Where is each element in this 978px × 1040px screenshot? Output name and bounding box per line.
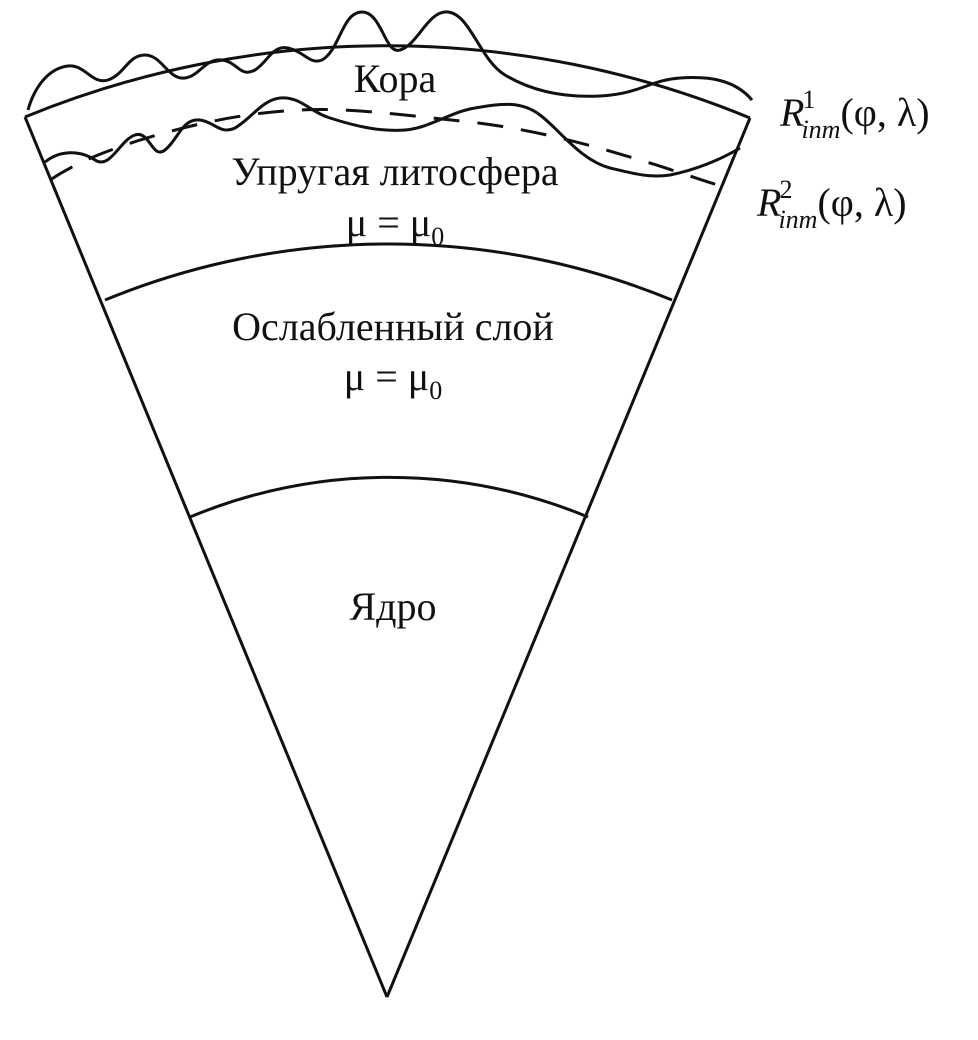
topography-wave-r1: [26, 10, 754, 111]
lithosphere-base-arc: [104, 242, 673, 302]
sector-right-edge: [385, 117, 752, 998]
r1-args: (φ, λ): [840, 90, 929, 135]
r2-base: R: [756, 180, 781, 225]
sector-left-edge: [23, 116, 389, 998]
r2-sup: 2: [779, 175, 792, 204]
modulus-text: μ = μ: [346, 200, 431, 245]
weakened-modulus-label: μ = μ0: [344, 354, 442, 405]
r2-args: (φ, λ): [817, 180, 906, 225]
r2-sub: inm: [778, 205, 817, 234]
core-label: Ядро: [349, 584, 436, 629]
core-boundary-arc: [189, 475, 589, 519]
dashed-reference-boundary: [49, 107, 719, 187]
elastic-lithosphere-label: Упругая литосфера: [231, 149, 558, 194]
moho-wave-r2: [44, 96, 741, 178]
lithosphere-modulus-label: μ = μ0: [346, 200, 444, 251]
r1-base: R: [779, 90, 804, 135]
weakened-layer-label: Ослабленный слой: [232, 304, 554, 349]
modulus-text: μ = μ: [344, 354, 429, 399]
modulus-subscript: 0: [429, 376, 442, 405]
crust-label: Кора: [354, 56, 437, 101]
modulus-subscript: 0: [431, 222, 444, 251]
surface-arc: [24, 44, 751, 120]
r1-sup: 1: [802, 85, 815, 114]
r1-sub: inm: [801, 115, 840, 144]
